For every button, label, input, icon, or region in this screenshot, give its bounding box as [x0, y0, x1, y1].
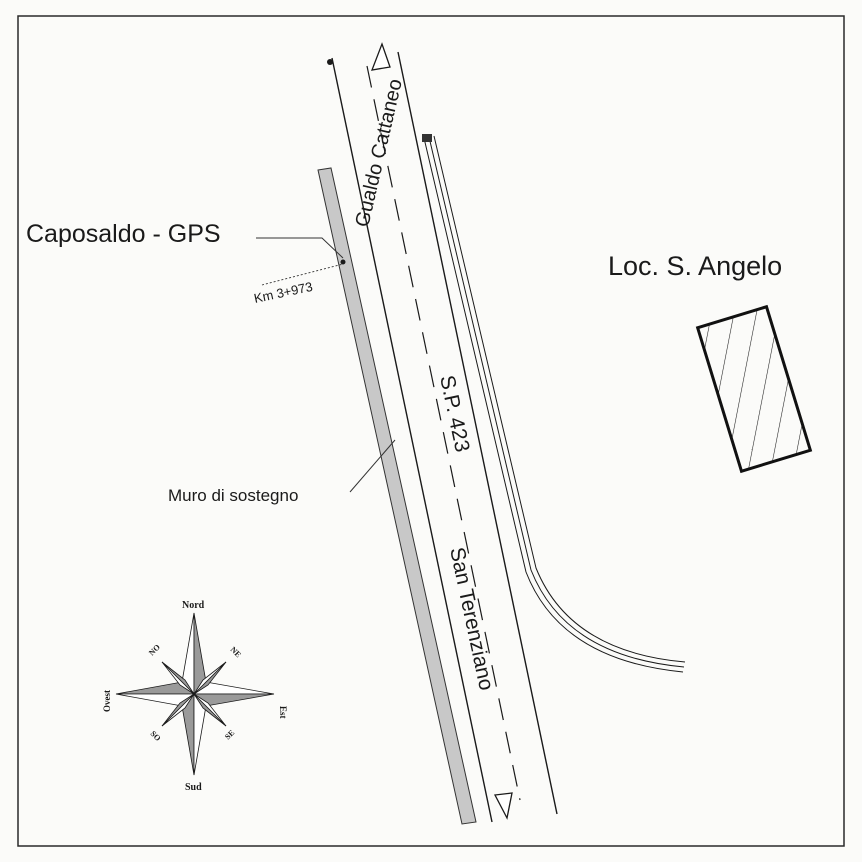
compass-rose-icon: Nord Sud Est Ovest NO NE SO SE: [102, 600, 288, 793]
building-hatched: [695, 304, 813, 474]
road-edge-right: [397, 51, 558, 815]
compass-northeast-label: NE: [229, 645, 243, 659]
arrow-up-icon: [370, 42, 391, 71]
benchmark-label: Caposaldo - GPS: [26, 220, 221, 248]
road-end-dot: [327, 59, 333, 65]
compass-southwest-label: SO: [149, 729, 163, 743]
retaining-wall: [317, 167, 477, 825]
side-road: [423, 135, 686, 673]
compass-east-label: Est: [278, 706, 288, 719]
road-edge-left: [331, 57, 493, 823]
road-north-label: Gualdo Cattaneo: [351, 77, 406, 229]
road-centerline: [366, 65, 521, 801]
km-marker-label: Km 3+973: [253, 279, 314, 306]
compass-west-label: Ovest: [102, 690, 112, 712]
benchmark-point: [340, 259, 346, 265]
retaining-wall-label: Muro di sostegno: [168, 486, 298, 505]
benchmark-leader: [256, 237, 344, 259]
arrow-down-icon: [493, 792, 513, 820]
compass-south-label: Sud: [185, 782, 202, 793]
compass-northwest-label: NO: [147, 643, 162, 658]
locality-label: Loc. S. Angelo: [608, 251, 782, 281]
retaining-wall-leader: [349, 439, 396, 493]
map-frame: [17, 15, 845, 847]
km-marker-leader: [261, 263, 344, 286]
compass-north-label: Nord: [182, 600, 205, 611]
compass-southeast-label: SE: [223, 728, 236, 741]
side-road-end: [422, 134, 432, 142]
road-south-label: San Terenziano: [445, 545, 498, 692]
